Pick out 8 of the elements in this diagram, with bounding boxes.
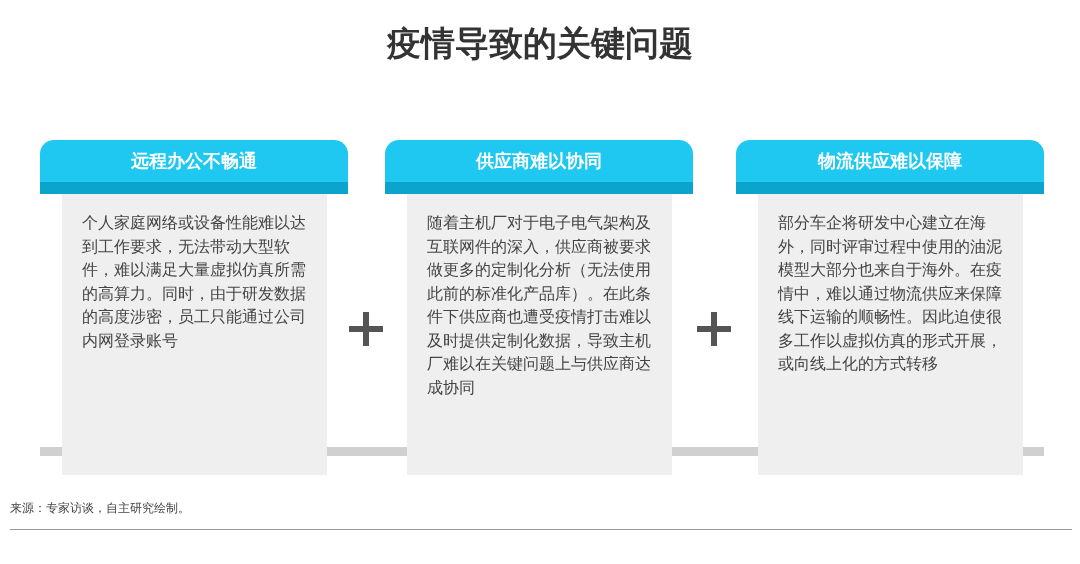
card-header: 供应商难以协同 [385, 140, 693, 194]
text-card: 部分车企将研发中心建立在海外，同时评审过程中使用的油泥模型大部分也来自于海外。在疫情中，难以通过物流供应来保障线下运输的顺畅性。因此迫使很多工作以虚拟仿真的形式开展，或向线上化的方式转移 [758, 194, 1023, 475]
title: 疫情导致的关键问题 [386, 22, 694, 65]
text-card: 随着主机厂对于电子电气架构及互联网件的深入，供应商被要求做更多的定制化分析（无法使用此前的标准化产品库）。在此条件下供应商也遭受疫情打击难以及时提供定制化数据，导致主机厂难以在关键问题上与供应商达成协同 [407, 194, 672, 475]
card-header: 远程办公不畅通 [40, 140, 348, 194]
card-header: 物流供应难以保障 [736, 140, 1044, 194]
source-note: 来源：专家访谈，自主研究绘制。 [10, 500, 190, 517]
text-card: 个人家庭网络或设备性能难以达到工作要求，无法带动大型软件，难以满足大量虚拟仿真所需的高算力。同时，由于研发数据的高度涉密，员工只能通过公司内网登录账号 [62, 194, 327, 475]
